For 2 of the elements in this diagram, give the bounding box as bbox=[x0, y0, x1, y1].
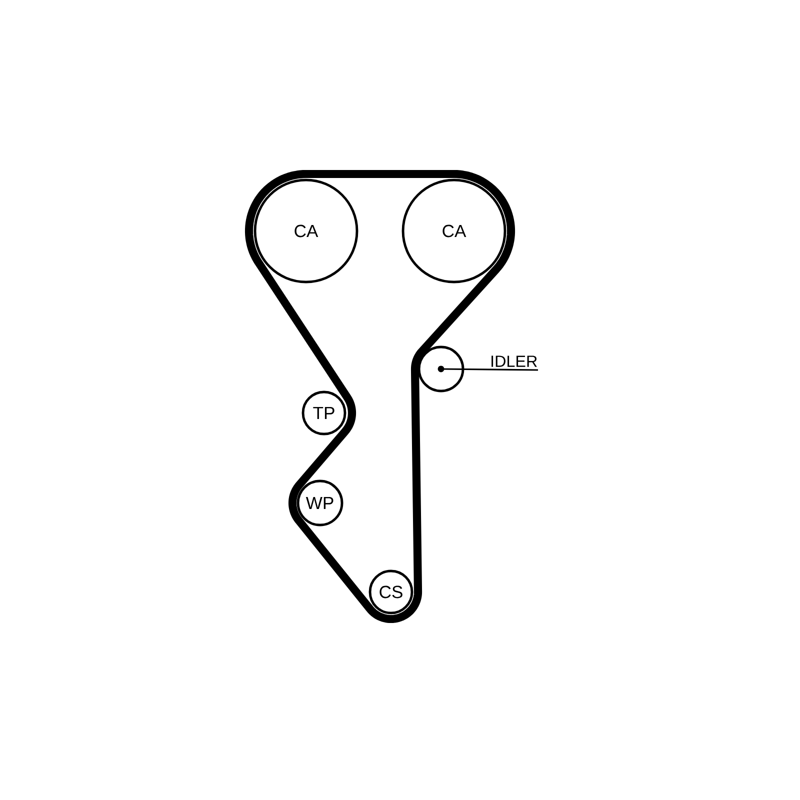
leader-line bbox=[441, 368, 538, 371]
callout-label: IDLER bbox=[492, 356, 537, 367]
